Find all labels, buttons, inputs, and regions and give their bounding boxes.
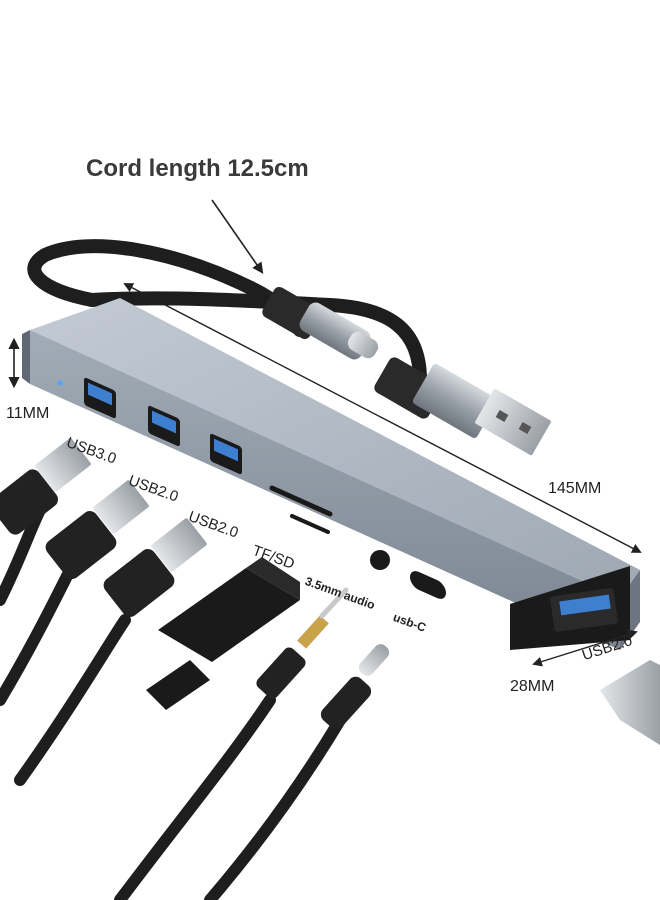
audio-cable <box>114 587 349 900</box>
spare-usb-plug <box>600 660 660 745</box>
side-usb-port-icon <box>510 566 630 650</box>
usb-c-plug <box>262 286 379 360</box>
usb-a-plug <box>374 357 551 456</box>
usb-a-cable-1 <box>0 438 91 606</box>
audio-jack-icon <box>370 550 390 570</box>
usb-c-cable <box>204 644 390 900</box>
length-arrow <box>123 283 642 553</box>
usb-a-cable-3 <box>14 518 207 786</box>
usb-c-port-icon <box>410 571 446 599</box>
width-arrow <box>532 629 638 667</box>
usb30-port-icon <box>84 377 116 419</box>
height-dimension-label: 11MM <box>6 405 50 422</box>
width-dimension-label: 28MM <box>510 678 555 695</box>
cord-arrow <box>211 199 264 274</box>
cord-length-label: Cord length 12.5cm <box>86 155 309 182</box>
sd-card-icon <box>158 557 300 662</box>
usb-a-cable-2 <box>0 480 149 706</box>
dimension-arrows <box>8 199 642 667</box>
status-led-icon <box>57 380 63 386</box>
micro-sd-card-icon <box>146 660 210 710</box>
length-dimension-label: 145MM <box>548 480 602 497</box>
